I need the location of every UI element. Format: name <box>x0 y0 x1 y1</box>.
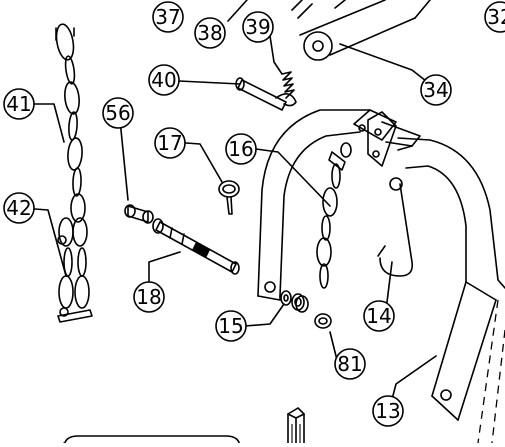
part-39-clip <box>281 71 295 99</box>
balloon-16: 16 <box>225 133 257 165</box>
balloon-39: 39 <box>242 11 274 43</box>
balloon-17: 17 <box>154 127 186 159</box>
label-16: 16 <box>228 137 253 161</box>
label-18: 18 <box>136 285 161 309</box>
part-81-washer <box>314 313 332 329</box>
leader-lines <box>34 0 437 412</box>
label-40: 40 <box>151 68 176 92</box>
part-16-chain <box>316 142 352 289</box>
part-13-frame <box>257 109 505 444</box>
balloon-56: 56 <box>102 97 134 129</box>
bottom-box <box>63 435 241 447</box>
balloon-34: 34 <box>420 74 452 106</box>
label-42: 42 <box>6 196 31 220</box>
balloon-40: 40 <box>148 64 180 96</box>
balloon-15: 15 <box>215 310 247 342</box>
part-15-washers <box>280 290 309 313</box>
balloon-13: 13 <box>372 395 404 427</box>
post-part <box>287 407 305 444</box>
part-17-ring <box>218 180 240 215</box>
part-18-shaft <box>152 218 240 275</box>
balloon-41: 41 <box>3 88 35 120</box>
part-56-bushing <box>124 204 154 224</box>
balloon-18: 18 <box>133 281 165 313</box>
label-41: 41 <box>6 92 31 116</box>
label-37: 37 <box>155 5 180 29</box>
label-81: 81 <box>337 352 362 376</box>
balloon-32: 32 <box>484 1 505 33</box>
label-15: 15 <box>218 314 243 338</box>
balloon-37: 37 <box>152 1 184 33</box>
balloon-81: 81 <box>334 348 366 380</box>
label-39: 39 <box>245 15 270 39</box>
part-42-chain <box>57 217 93 323</box>
label-34: 34 <box>423 78 448 102</box>
balloon-14: 14 <box>363 300 395 332</box>
part-41-chain <box>55 23 86 223</box>
balloon-42: 42 <box>3 192 35 224</box>
label-56: 56 <box>105 101 130 125</box>
balloon-38: 38 <box>194 17 226 49</box>
label-32: 32 <box>487 5 505 29</box>
label-13: 13 <box>375 399 400 423</box>
label-38: 38 <box>197 21 222 45</box>
label-17: 17 <box>157 131 182 155</box>
part-34-arm <box>291 0 431 61</box>
part-14-hook <box>377 177 414 277</box>
label-14: 14 <box>366 304 391 328</box>
